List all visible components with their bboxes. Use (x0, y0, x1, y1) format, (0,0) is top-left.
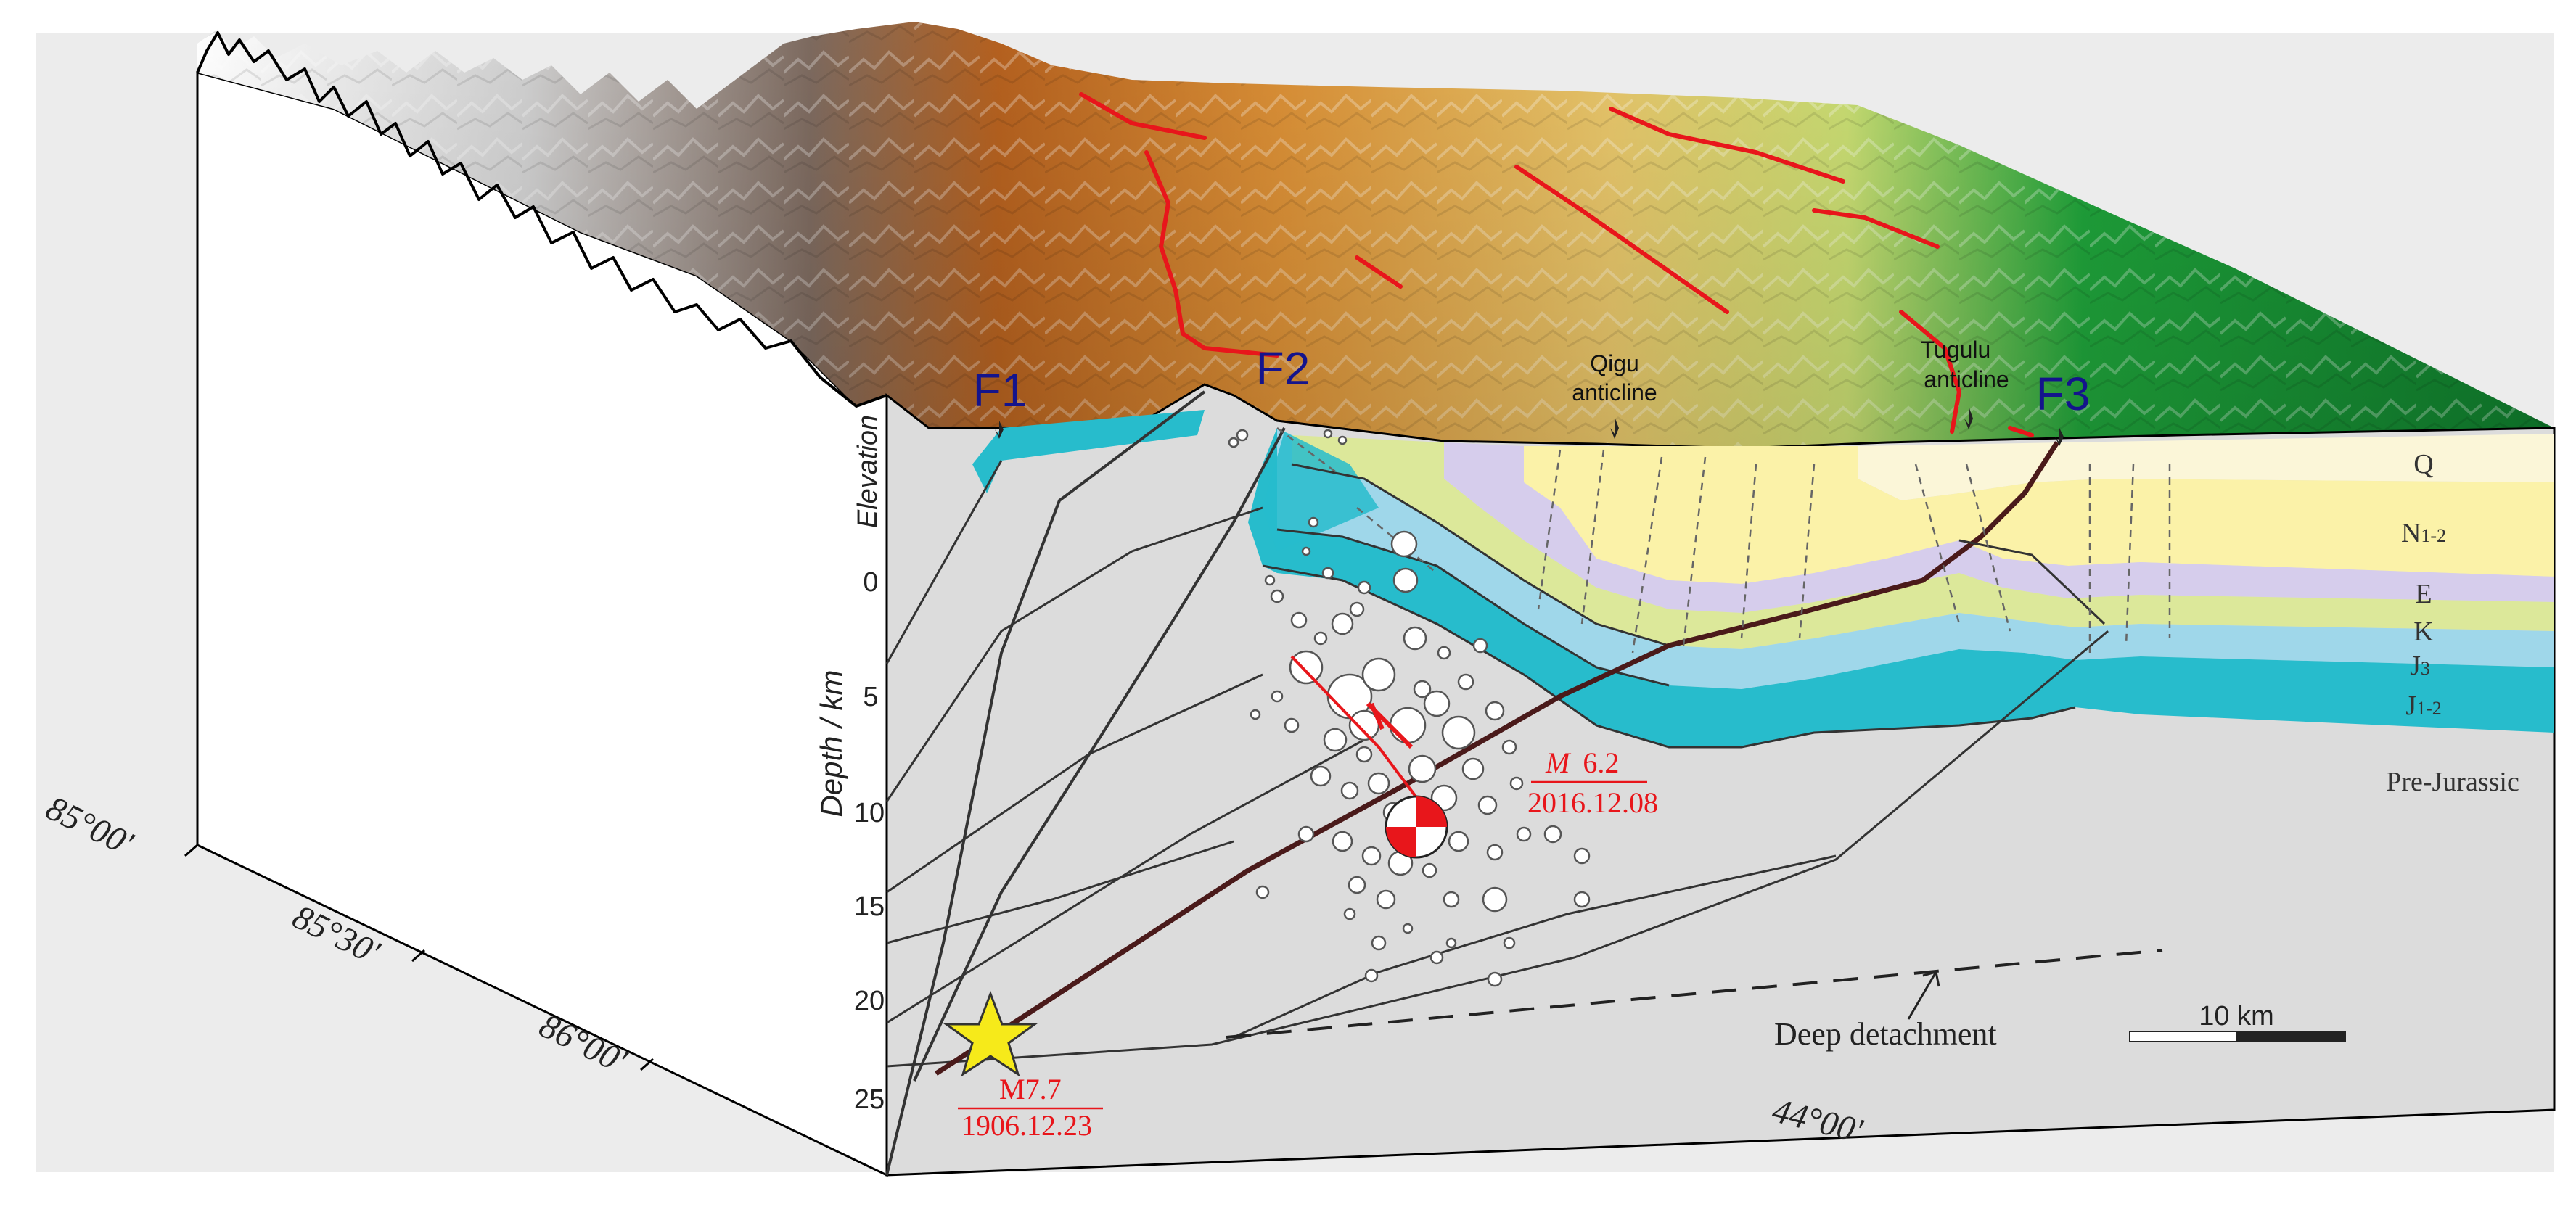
strata-label-pre-jurassic: Pre-Jurassic (2386, 767, 2519, 797)
surface-arrows (995, 406, 2064, 446)
m77-magnitude-label: M7.7 (999, 1073, 1062, 1105)
scale-bar-label: 10 km (2199, 1001, 2273, 1031)
deep-detachment-label: Deep detachment (1774, 1016, 1997, 1052)
m62-date-label: 2016.12.08 (1527, 786, 1658, 819)
lon-ticks (184, 844, 654, 1071)
fault-label-f2: F2 (1256, 342, 1310, 395)
strata-label-k: K (2413, 617, 2434, 647)
layer-e (1444, 442, 2554, 613)
depth-axis-label: Depth / km (814, 670, 848, 817)
m77-epicenter-star (943, 990, 1038, 1077)
structure-lines (885, 460, 2109, 1068)
fault-f1-trace (885, 390, 1206, 1176)
strata-label-q: Q (2413, 449, 2433, 479)
strata-label-n12: N1-2 (2401, 518, 2446, 548)
surface-fault-traces (1079, 92, 2034, 437)
deep-detachment-line (1226, 949, 2163, 1039)
slip-arrow (1366, 701, 1414, 749)
strata-label-j12: J1-2 (2405, 691, 2441, 721)
layer-k (1292, 435, 2554, 649)
detachment-arrow (1907, 971, 1940, 1020)
fault-f3-splay (1958, 539, 2106, 625)
layer-j12-f1-block (972, 410, 1205, 493)
scale-bar-black (2237, 1031, 2346, 1042)
strata-label-e: E (2415, 579, 2432, 609)
terrain-skyline (196, 31, 887, 408)
layer-j12-f2-block (1263, 432, 1379, 551)
depth-tick-5: 5 (863, 682, 878, 712)
qigu-label-line2: anticline (1572, 379, 1657, 405)
qigu-label-line1: Qigu (1590, 350, 1639, 376)
layer-n12 (1524, 446, 2554, 584)
focal-mechanism-beachball (1385, 795, 1448, 859)
fault-f2-trace (913, 427, 1286, 1082)
scale-bar-white (2129, 1031, 2238, 1042)
tugulu-label-line2: anticline (1924, 366, 2009, 392)
rupture-plane (1290, 655, 1424, 807)
depth-tick-15: 15 (854, 891, 885, 922)
elevation-axis-label: Elevation (853, 415, 883, 528)
depth-tick-10: 10 (854, 798, 885, 828)
tugulu-label-line1: Tugulu (1921, 337, 1991, 363)
fault-f3-trace (935, 441, 2059, 1076)
axial-dashed-lines (1276, 427, 2171, 654)
layer-q (1858, 434, 2554, 500)
depth-tick-25: 25 (854, 1084, 885, 1115)
m77-date-label: 1906.12.23 (961, 1109, 1092, 1142)
fault-label-f3: F3 (2036, 368, 2091, 420)
depth-tick-20: 20 (854, 986, 885, 1016)
fault-label-f1: F1 (973, 364, 1027, 416)
layer-j12 (1248, 428, 2554, 747)
depth-tick-0: 0 (863, 567, 878, 598)
strata-label-j3: J3 (2410, 651, 2430, 681)
